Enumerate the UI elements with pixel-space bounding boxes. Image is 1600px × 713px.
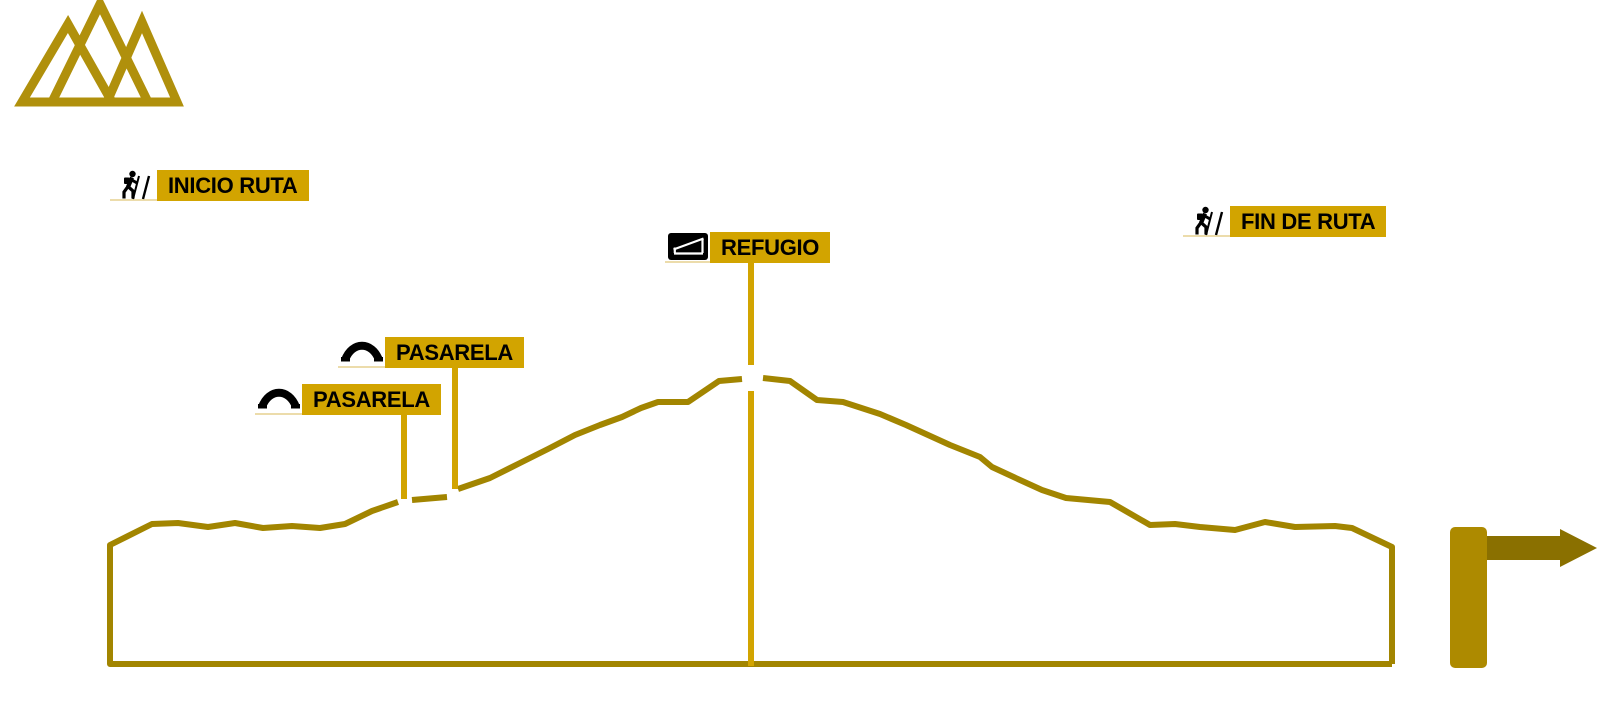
refuge-shelter-icon (665, 232, 710, 263)
inicio-ruta-label: INICIO RUTA (157, 170, 309, 201)
three-mountains-logo (100, 10, 184, 107)
elevation-profile-line (107, 499, 1392, 667)
elevation-profile-line (762, 375, 1395, 664)
fin-de-ruta-marker: FIN DE RUTA (1183, 206, 1387, 237)
pasarela-upper-marker: PASARELA (338, 337, 524, 368)
signpost-arrow-icon (1487, 529, 1597, 567)
footbridge-icon (338, 337, 385, 368)
trail-signpost-icon (1450, 527, 1487, 668)
pasarela-lower-marker: PASARELA (255, 384, 441, 415)
hiker-icon (110, 170, 157, 201)
elevation-profile-line (411, 494, 448, 503)
pasarela-lower-label: PASARELA (302, 384, 441, 415)
hiker-icon (1183, 206, 1230, 237)
fin-de-ruta-label: FIN DE RUTA (1230, 206, 1387, 237)
pasarela-upper-label: PASARELA (385, 337, 524, 368)
footbridge-icon (255, 384, 302, 415)
inicio-ruta-marker: INICIO RUTA (110, 170, 309, 201)
refugio-label: REFUGIO (710, 232, 831, 263)
elevation-profile-line (457, 376, 743, 492)
refugio-marker: REFUGIO (665, 232, 831, 263)
